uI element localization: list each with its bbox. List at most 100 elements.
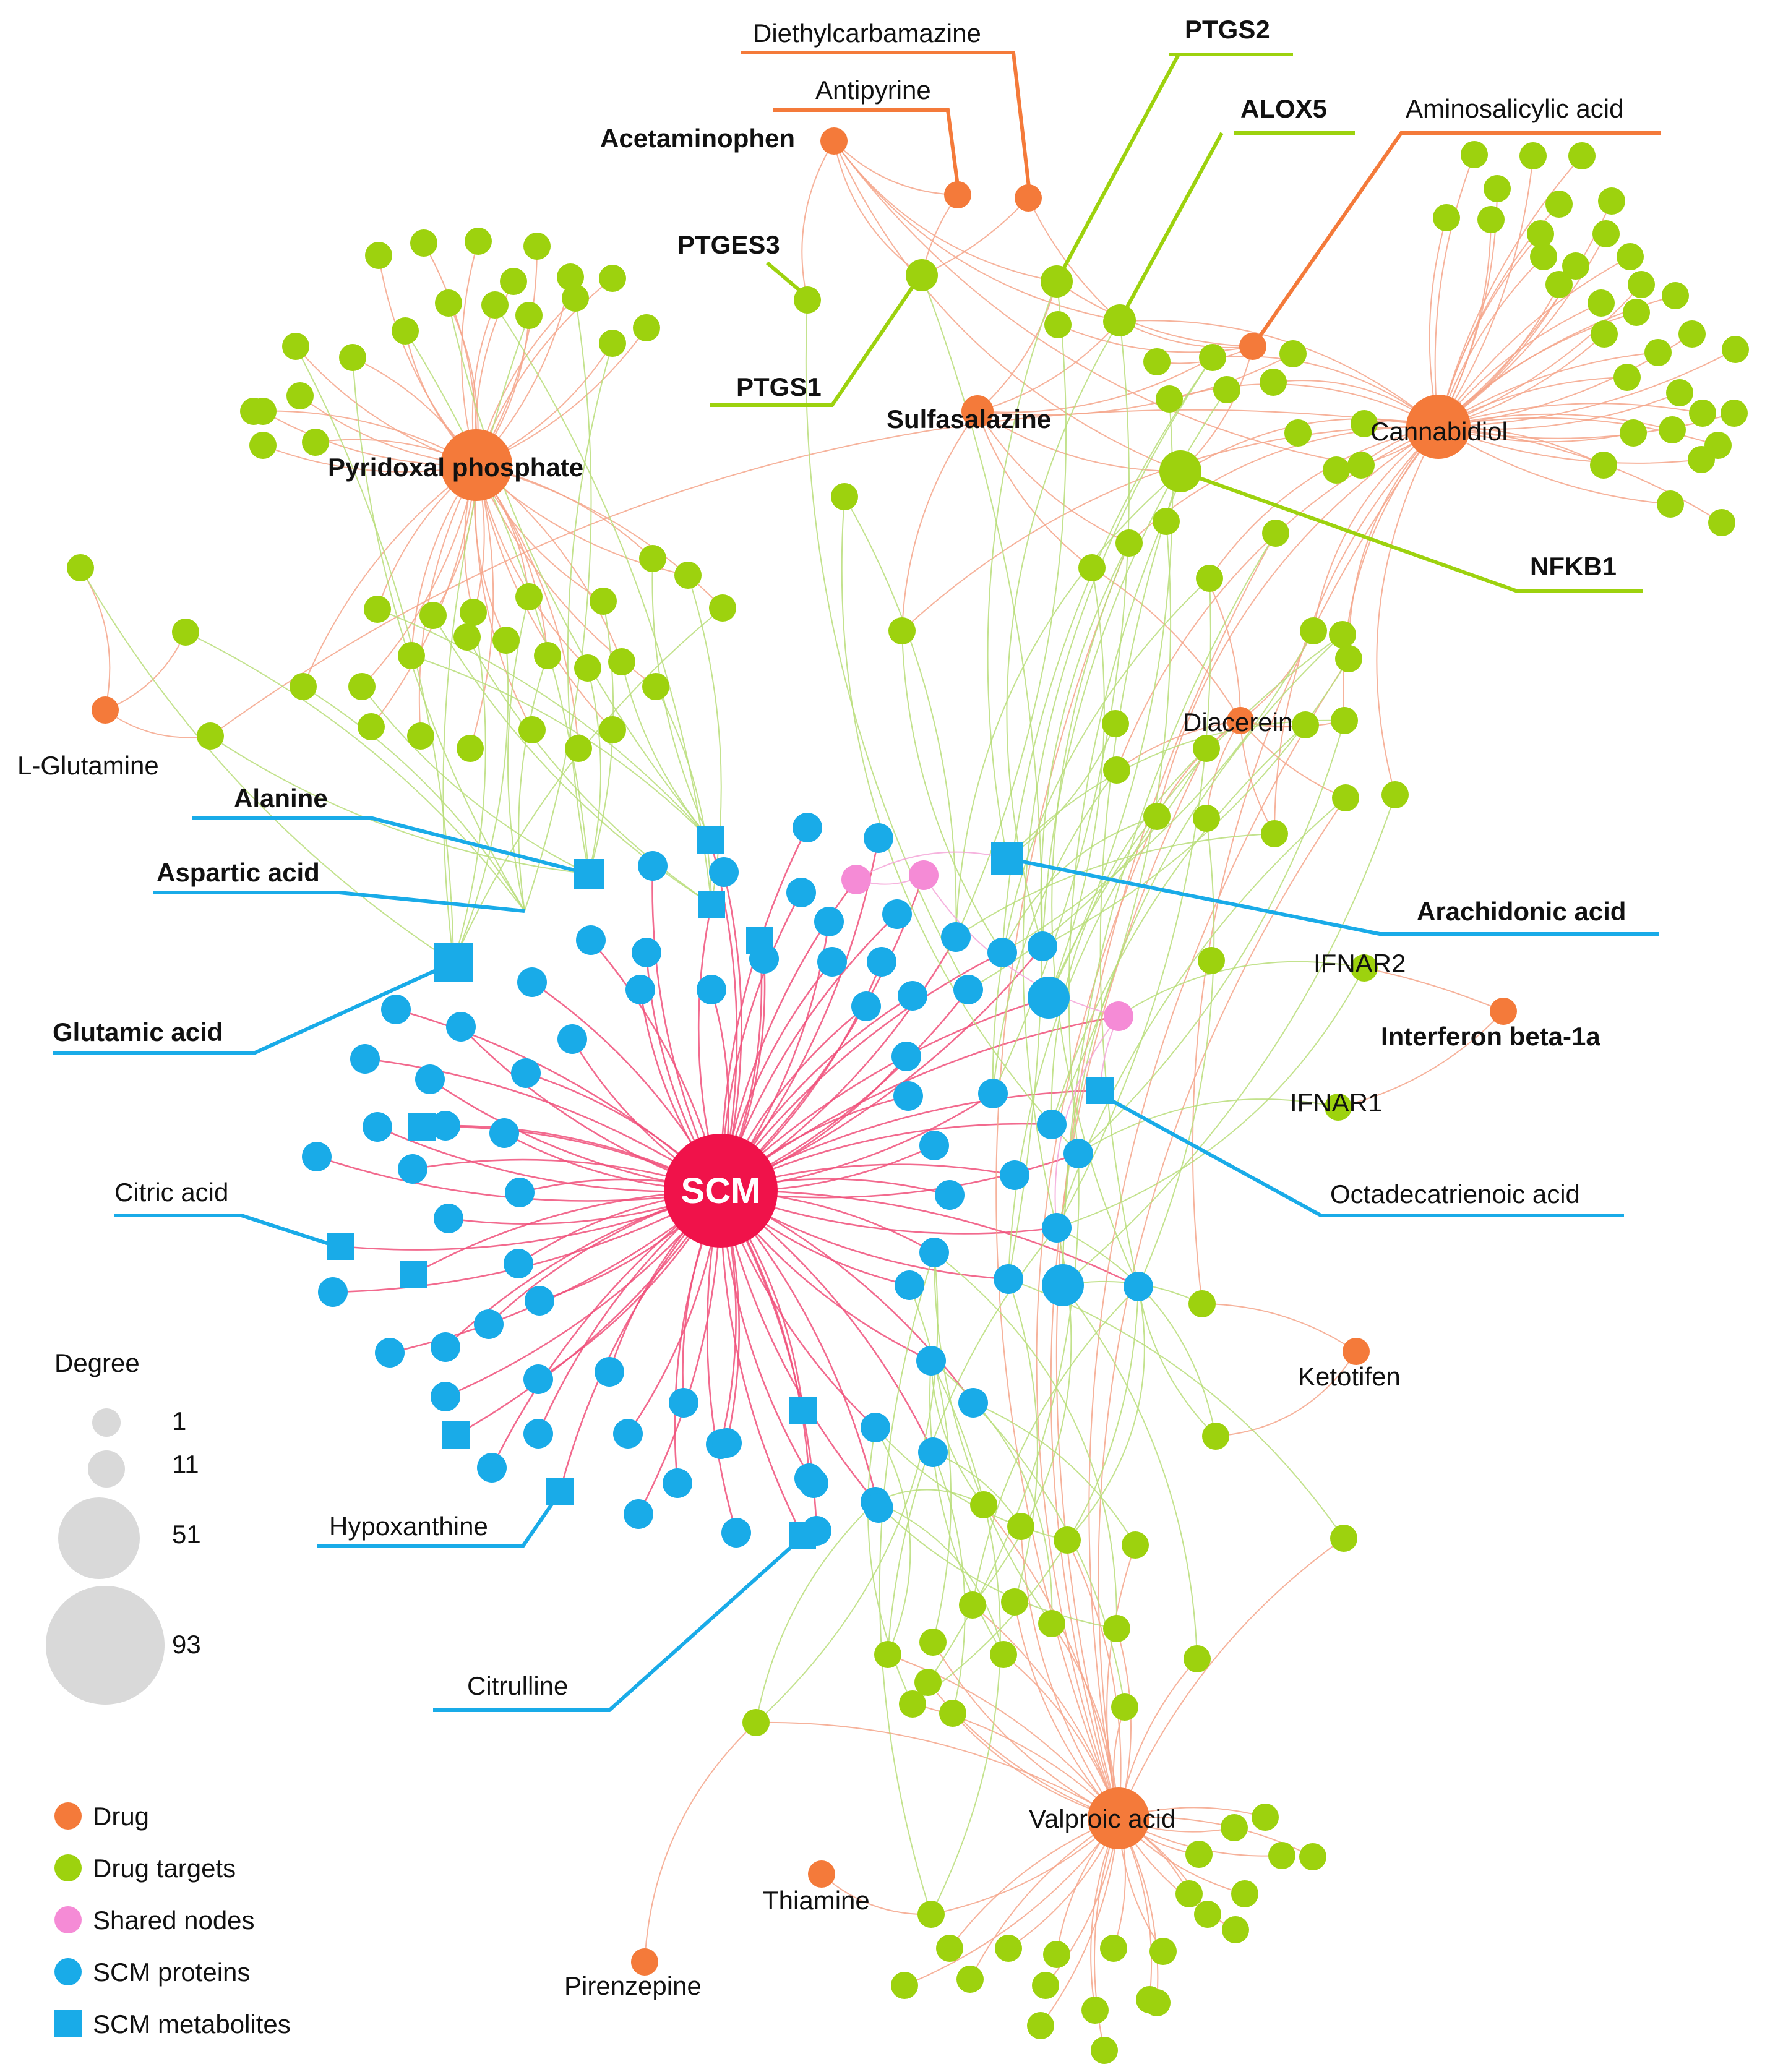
- edge: [453, 612, 486, 963]
- drug-target-node: [518, 716, 546, 743]
- drug-target-node: [1041, 265, 1073, 298]
- edge: [1209, 426, 1439, 579]
- drug-target-node: [1284, 419, 1312, 447]
- drug-target-node: [1262, 520, 1289, 547]
- legend-scm-protein-icon: [54, 1958, 82, 1985]
- drug-target-node: [565, 735, 592, 762]
- callout-line-glutamic-acid: [53, 961, 455, 1055]
- edge: [470, 464, 494, 749]
- edge: [973, 1402, 1136, 1546]
- scm-protein-node: [504, 1249, 533, 1278]
- drug-target-node: [562, 285, 589, 312]
- edge: [1051, 724, 1306, 1125]
- drug-target-node: [970, 1491, 997, 1518]
- drug-target-node: [914, 1669, 942, 1696]
- scm-protein-node: [861, 1413, 890, 1442]
- drug-node: [1406, 395, 1471, 459]
- scm-protein-node: [916, 1346, 946, 1376]
- edge: [932, 1452, 966, 1714]
- drug-target-node: [1657, 490, 1684, 518]
- drug-target-node: [557, 263, 584, 291]
- edge: [1438, 426, 1722, 523]
- drug-target-node: [1199, 344, 1226, 371]
- shared-node: [1104, 1001, 1133, 1031]
- drug-target-node: [457, 735, 484, 762]
- scm-protein-node: [595, 1357, 624, 1387]
- edge: [453, 607, 723, 963]
- scm-protein-node: [919, 1238, 949, 1267]
- edge: [977, 320, 1120, 412]
- drug-target-node: [302, 429, 329, 456]
- metabolite-label-alanine: Alanine: [234, 784, 328, 813]
- edge: [1056, 967, 1365, 1228]
- edge: [377, 609, 711, 841]
- edge: [934, 1252, 1118, 1629]
- edge: [921, 197, 1029, 276]
- drug-target-node: [1260, 369, 1287, 396]
- scm-protein-node: [1028, 977, 1070, 1019]
- drug-target-node: [1221, 1814, 1248, 1841]
- drug-target-node: [1159, 450, 1201, 492]
- callout-line-hypoxanthine: [317, 1491, 562, 1548]
- edge: [1008, 816, 1158, 1280]
- metabolite-label-aspartic-acid: Aspartic acid: [157, 858, 320, 887]
- legend-drug-icon: [54, 1802, 82, 1830]
- edge: [912, 1286, 1139, 1705]
- scm-protein-node: [381, 995, 411, 1024]
- degree-legend-value-11: 11: [172, 1450, 199, 1479]
- drug-target-node: [1351, 954, 1378, 982]
- edge: [1116, 426, 1439, 771]
- scm-metabolite-node: [789, 1397, 817, 1424]
- drug-target-node: [1568, 142, 1596, 169]
- scm-protein-node: [953, 975, 983, 1004]
- drug-target-node: [1347, 452, 1375, 479]
- drug-target-node: [1325, 1094, 1352, 1121]
- drug-label-sulfasalazine: Sulfasalazine: [887, 405, 1051, 434]
- drug-label-antipyrine: Antipyrine: [815, 75, 931, 105]
- drug-target-node: [742, 1709, 770, 1736]
- drug-target-node: [1300, 617, 1327, 644]
- metabolite-label-octadecatrienoic-acid: Octadecatrienoic acid: [1330, 1179, 1580, 1209]
- drug-label-l-glutamine: L-Glutamine: [17, 751, 159, 780]
- drug-target-node: [1202, 1423, 1229, 1450]
- drug-target-node: [460, 599, 487, 626]
- drug-target-node: [599, 330, 626, 357]
- scm-hub-node: [664, 1134, 778, 1248]
- edge: [755, 1721, 1119, 1819]
- drug-target-node: [1044, 311, 1072, 338]
- edge: [833, 140, 1057, 282]
- metabolite-label-glutamic-acid: Glutamic acid: [53, 1017, 223, 1047]
- drug-target-node: [1149, 1938, 1177, 1965]
- scm-protein-node: [935, 1180, 965, 1210]
- scm-protein-node: [709, 857, 739, 887]
- edge: [185, 631, 525, 912]
- edge: [875, 1427, 1068, 1541]
- drug-target-node: [639, 545, 666, 572]
- scm-protein-node: [375, 1338, 405, 1368]
- drug-target-node: [1038, 1610, 1065, 1637]
- scm-metabolite-node: [442, 1421, 470, 1449]
- edge: [476, 464, 579, 749]
- edge: [977, 411, 1093, 568]
- drug-target-node: [290, 673, 317, 700]
- edge: [1206, 578, 1242, 721]
- drug-label-thiamine: Thiamine: [763, 1886, 870, 1915]
- edge: [411, 655, 711, 841]
- drug-target-node: [407, 722, 434, 750]
- drug-label-diacerein: Diacerein: [1183, 708, 1292, 737]
- scm-protein-node: [793, 813, 822, 842]
- drug-target-node: [891, 1972, 918, 1999]
- drug-target-node: [1104, 304, 1136, 336]
- drug-target-node: [1708, 509, 1735, 536]
- target-label-ptges3: PTGES3: [677, 230, 780, 259]
- drug-target-node: [1689, 400, 1716, 427]
- target-label-alox5: ALOX5: [1240, 94, 1327, 123]
- callout-line-ptgs1: [710, 274, 922, 407]
- drug-node: [944, 181, 971, 208]
- edge: [1438, 349, 1736, 427]
- degree-legend-circle-11: [88, 1450, 125, 1488]
- edge: [1118, 1538, 1344, 1819]
- scm-metabolite-node: [400, 1261, 427, 1288]
